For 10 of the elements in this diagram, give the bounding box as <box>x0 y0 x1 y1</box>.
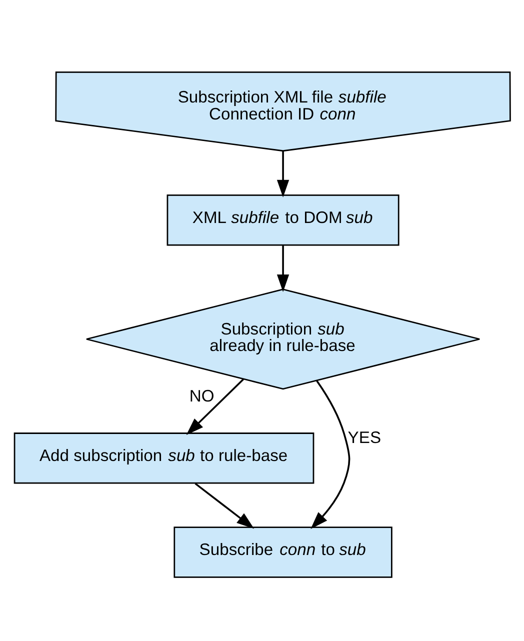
edge-label: YES <box>347 428 381 447</box>
arrow <box>194 482 254 529</box>
node-box: Add subscription sub to rule-base <box>13 432 314 484</box>
arrow <box>186 378 244 436</box>
arrow <box>276 246 289 292</box>
node-box: XML subfile to DOM sub <box>166 194 399 246</box>
arrow <box>310 380 350 529</box>
node-diamond: Subscription sub already in rule-base <box>85 288 480 390</box>
arrow <box>276 150 289 198</box>
node-box: Subscribe conn to sub <box>173 526 392 578</box>
